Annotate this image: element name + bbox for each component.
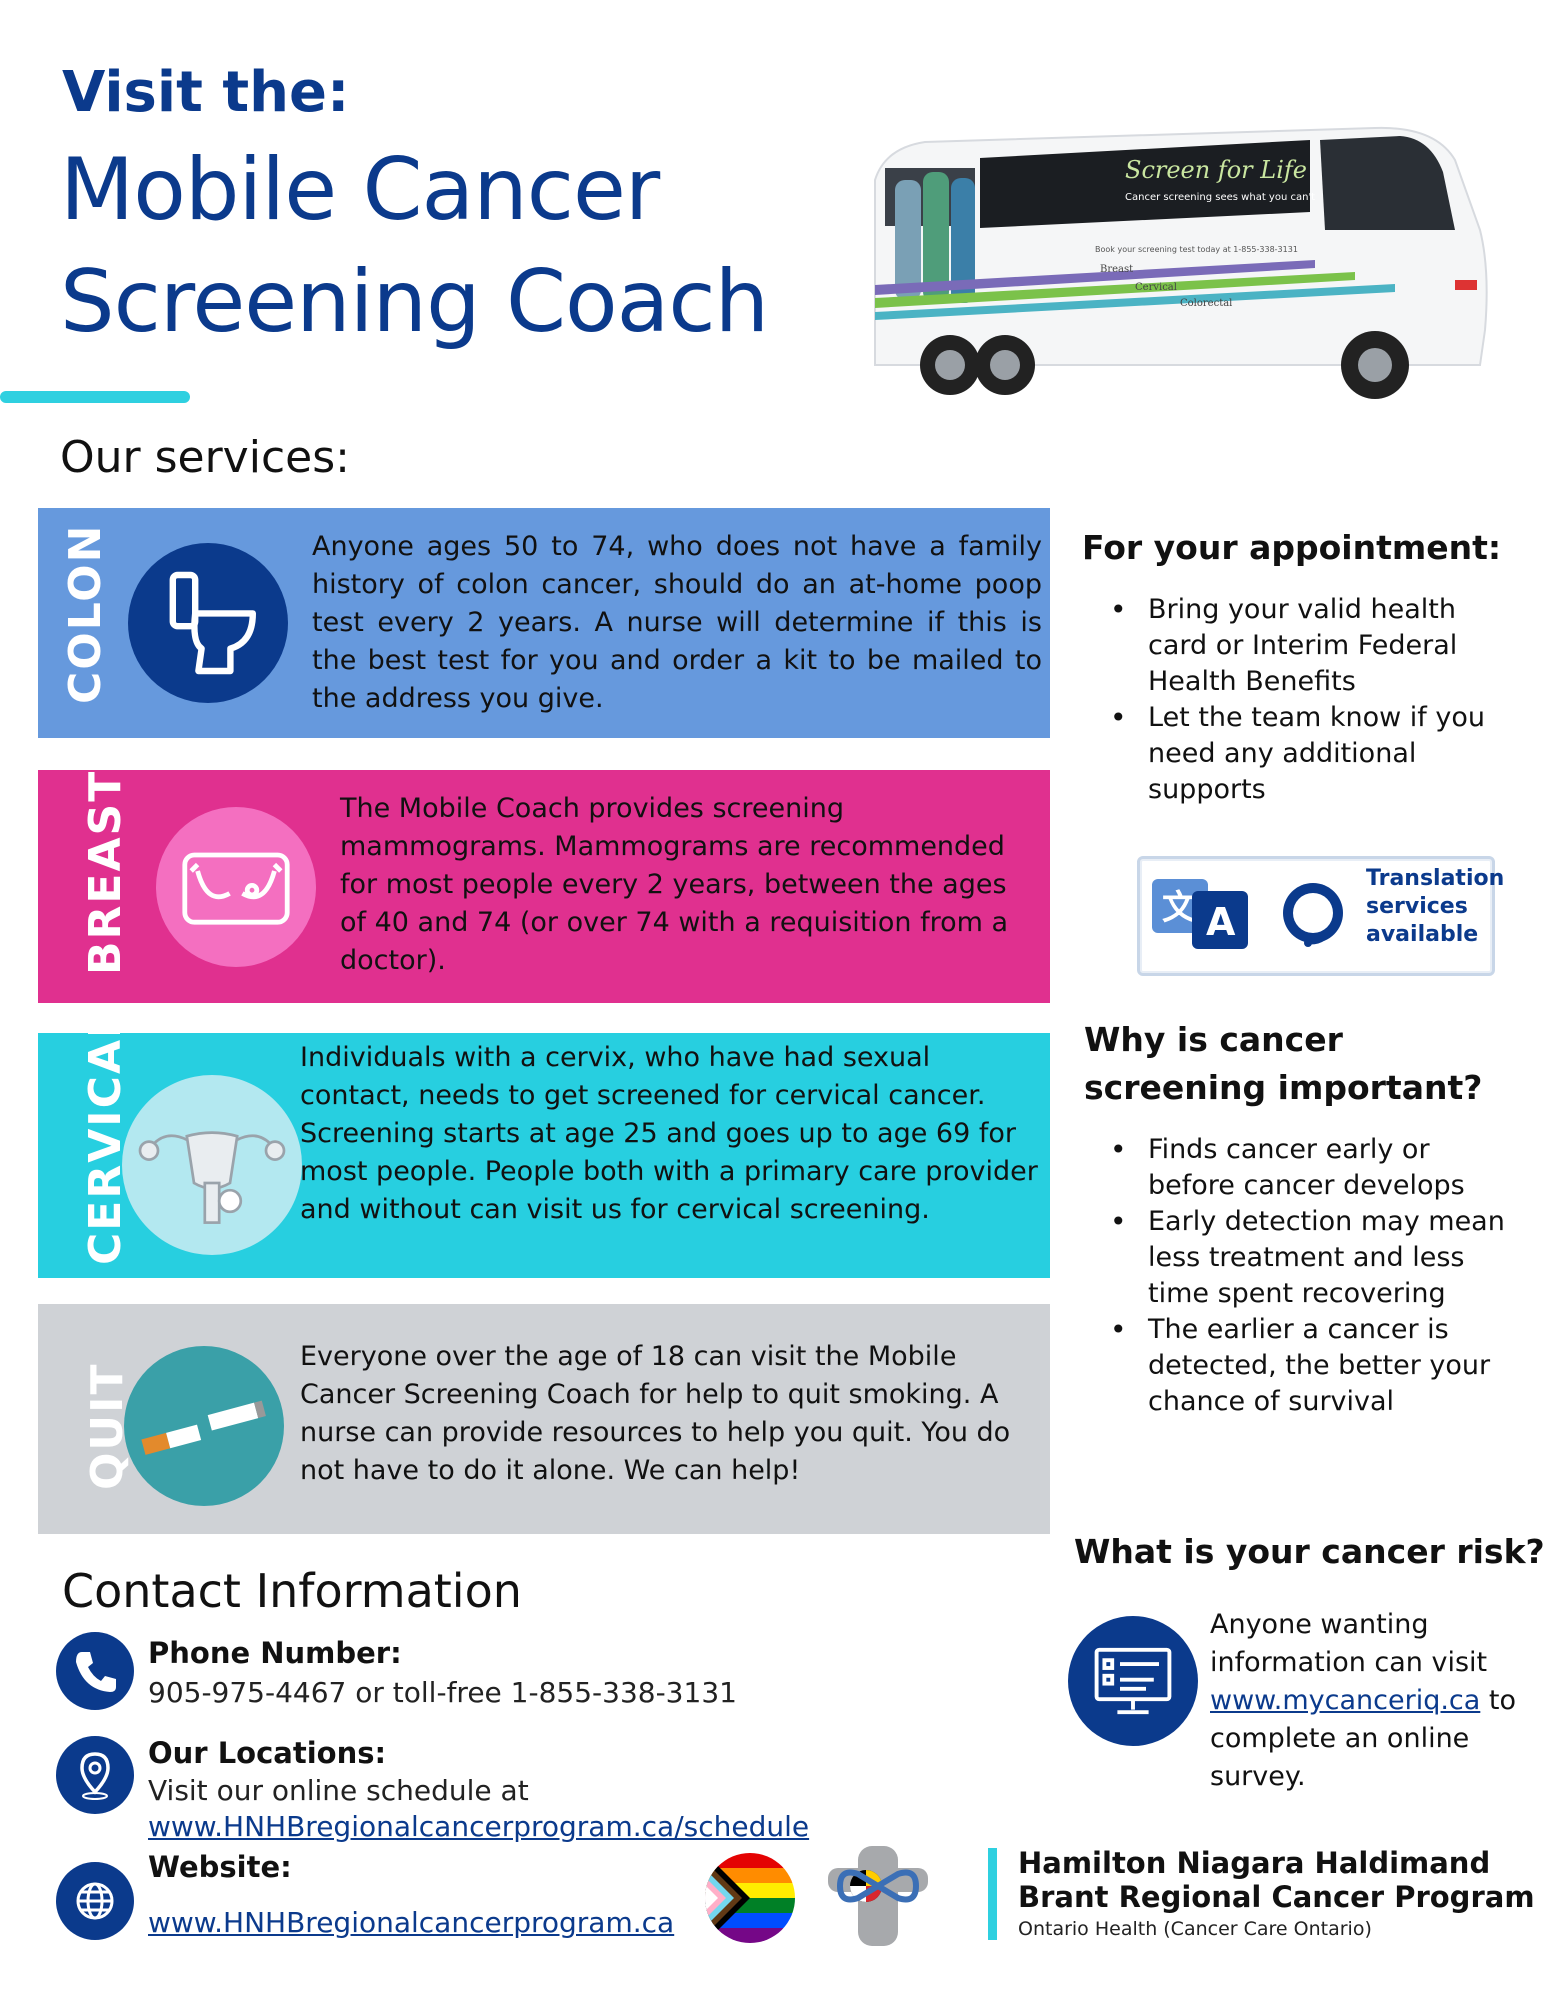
title-accent-bar (0, 391, 190, 403)
service-card-colon: COLON Anyone ages 50 to 74, who does not… (38, 508, 1050, 738)
list-item: Finds cancer early or before cancer deve… (1110, 1132, 1510, 1204)
mobile-coach-bus-image: Screen for Life Cancer screening sees wh… (874, 126, 1488, 399)
services-heading: Our services: (60, 432, 350, 483)
globe-icon (56, 1862, 134, 1940)
list-item: Bring your valid health card or Interim … (1110, 592, 1505, 700)
org-name-line2: Brant Regional Cancer Program (1018, 1880, 1535, 1914)
breast-icon (156, 807, 316, 967)
phone-icon (56, 1632, 134, 1710)
service-description-cervical: Individuals with a cervix, who have had … (300, 1042, 1038, 1225)
org-affiliation: Ontario Health (Cancer Care Ontario) (1018, 1918, 1372, 1940)
indigenous-medicine-wheel-icon (828, 1846, 928, 1946)
appointment-heading: For your appointment: (1082, 528, 1502, 567)
translation-badge: 文 A Translation services available (1137, 856, 1504, 976)
bus-brand-text: Screen for Life (1125, 156, 1307, 184)
online-survey-icon (1068, 1616, 1198, 1746)
woman-figure-icon (895, 180, 921, 300)
risk-text-after: to complete an online survey. (1210, 1685, 1517, 1792)
risk-description: Anyone wanting information can visit www… (1210, 1606, 1520, 1796)
translation-text: Translation services available (1366, 865, 1504, 949)
translation-line: services (1366, 894, 1468, 919)
phone-value[interactable]: 905-975-4467 or toll-free 1-855-338-3131 (148, 1676, 737, 1709)
list-item: Early detection may mean less treatment … (1110, 1204, 1510, 1312)
toilet-icon (128, 543, 288, 703)
appointment-list: Bring your valid health card or Interim … (1110, 592, 1505, 808)
location-pin-icon (56, 1736, 134, 1814)
bus-tagline: Cancer screening sees what you can't (1125, 192, 1315, 203)
svg-text:A: A (1206, 900, 1236, 944)
mycanceriq-link[interactable]: www.mycanceriq.ca (1210, 1685, 1481, 1716)
service-description-colon: Anyone ages 50 to 74, who does not have … (312, 531, 1042, 714)
website-label: Website: (148, 1850, 292, 1884)
why-list: Finds cancer early or before cancer deve… (1110, 1132, 1510, 1420)
broken-cigarette-icon (124, 1346, 284, 1506)
list-item: Let the team know if you need any additi… (1110, 700, 1505, 808)
headset-agent-icon (1283, 883, 1343, 947)
translate-icon: 文 A (1152, 879, 1248, 949)
service-card-quit: QUIT Everyone over the age of 18 can vis… (38, 1304, 1050, 1534)
bus-booking-text: Book your screening test today at 1-855-… (1095, 245, 1298, 254)
service-label-breast: BREAST (80, 769, 131, 975)
translation-line: Translation (1366, 866, 1505, 891)
service-card-breast: BREAST The Mobile Coach provides screeni… (38, 770, 1050, 1003)
bus-check-breast: Breast (1100, 264, 1133, 275)
uterus-icon (122, 1075, 302, 1255)
svg-text:文: 文 (1162, 888, 1196, 928)
service-label-colon: COLON (60, 523, 111, 704)
why-heading: Why is cancer screening important? (1084, 1020, 1483, 1107)
schedule-link[interactable]: www.HNHBregionalcancerprogram.ca/schedul… (148, 1810, 810, 1843)
contact-heading: Contact Information (62, 1564, 522, 1618)
page-title-line1: Mobile Cancer (60, 140, 660, 240)
page-title-line2: Screening Coach (60, 252, 769, 352)
translation-line: available (1366, 922, 1479, 947)
locations-label: Our Locations: (148, 1736, 387, 1770)
phone-label: Phone Number: (148, 1636, 402, 1670)
list-item: The earlier a cancer is detected, the be… (1110, 1312, 1510, 1420)
visit-heading: Visit the: (62, 60, 350, 125)
bus-check-cervical: Cervical (1135, 282, 1177, 293)
service-description-quit: Everyone over the age of 18 can visit th… (300, 1341, 1011, 1486)
locations-text: Visit our online schedule at (148, 1774, 529, 1807)
woman-figure-icon (923, 172, 949, 302)
website-link[interactable]: www.HNHBregionalcancerprogram.ca (148, 1906, 675, 1939)
risk-heading: What is your cancer risk? (1074, 1532, 1545, 1571)
org-name-line1: Hamilton Niagara Haldimand (1018, 1846, 1491, 1880)
risk-text-before: Anyone wanting information can visit (1210, 1609, 1488, 1678)
service-card-cervical: CERVICAL Individuals with a cervix, who … (38, 1008, 1050, 1278)
logo-accent-bar (988, 1848, 997, 1940)
progress-pride-flag-icon (705, 1853, 795, 1943)
service-description-breast: The Mobile Coach provides screening mamm… (340, 793, 1009, 976)
woman-figure-icon (951, 178, 975, 303)
bus-check-colorectal: Colorectal (1180, 298, 1232, 309)
